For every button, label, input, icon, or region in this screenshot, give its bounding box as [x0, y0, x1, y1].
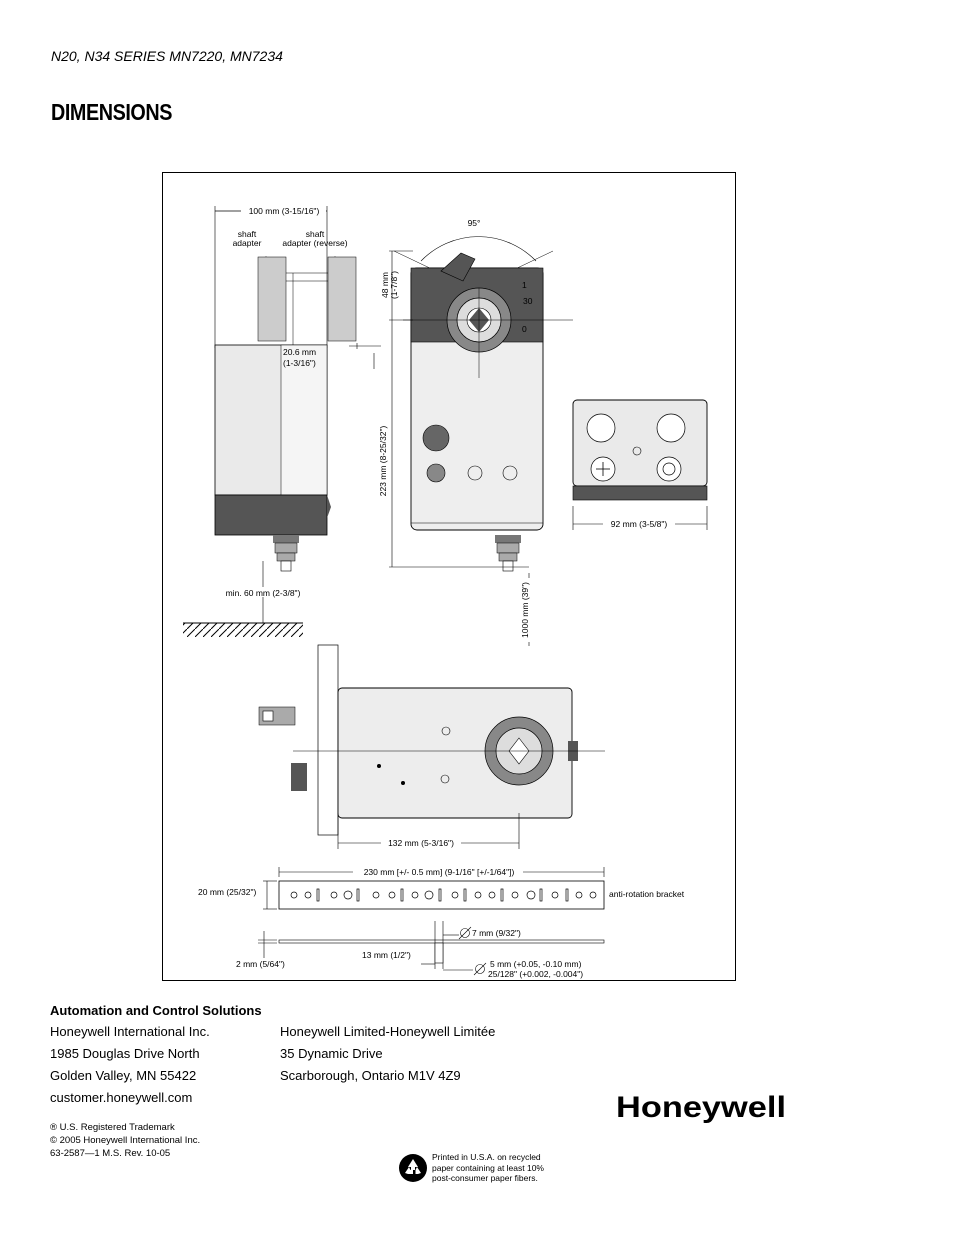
bracket-width-label: 20 mm (25/32"): [198, 887, 256, 897]
recycle-line-1: Printed in U.S.A. on recycled: [432, 1152, 541, 1162]
us-company-name: Honeywell International Inc.: [50, 1024, 210, 1039]
anti-rotation-bracket: 230 mm [+/- 0.5 mm] (9-1/16" [+/-1/64"])…: [198, 866, 685, 979]
company-division-title: Automation and Control Solutions: [50, 1003, 262, 1018]
cable-length-label: 1000 mm (39"): [520, 582, 530, 638]
depth-label: 132 mm (5-3/16"): [388, 838, 454, 848]
series-header: N20, N34 SERIES MN7220, MN7234: [51, 48, 283, 64]
end-view: 92 mm (3-5/8"): [572, 399, 708, 530]
hole-offset-label: 13 mm (1/2"): [362, 950, 411, 960]
pin-diameter-inch-label: 25/128" (+0.002, -0.004"): [488, 969, 583, 979]
front-view: 95° 1 30 0: [378, 218, 573, 646]
shaft-adapter-rev-label-2: adapter (reverse): [282, 238, 347, 248]
top-view: 132 mm (5-3/16"): [258, 644, 605, 849]
us-address-block: Honeywell International Inc. 1985 Dougla…: [50, 1021, 210, 1109]
dimensions-drawing: 100 mm (3-15/16") shaft adapter shaft ad…: [183, 206, 708, 979]
height-top-label: 48 mm: [380, 272, 390, 298]
scale-tick-1: 1: [522, 280, 527, 290]
offset-label-1: 20.6 mm: [283, 347, 316, 357]
ca-street: 35 Dynamic Drive: [280, 1046, 383, 1061]
scale-tick-30: 30: [523, 296, 533, 306]
copyright-note: © 2005 Honeywell International Inc.: [50, 1135, 201, 1146]
recycle-line-2: paper containing at least 10%: [432, 1162, 544, 1173]
ca-city: Scarborough, Ontario M1V 4Z9: [280, 1068, 461, 1083]
scale-tick-0: 0: [522, 324, 527, 334]
trademark-note: ® U.S. Registered Trademark: [50, 1122, 175, 1133]
us-street: 1985 Douglas Drive North: [50, 1046, 200, 1061]
pin-diameter-label: 5 mm (+0.05, -0.10 mm): [490, 959, 582, 969]
ca-company-name: Honeywell Limited-Honeywell Limitée: [280, 1024, 496, 1039]
bracket-length-label: 230 mm [+/- 0.5 mm] (9-1/16" [+/-1/64"]): [364, 867, 515, 877]
logo-text: Honeywell: [616, 1091, 786, 1124]
recycle-note: Printed in U.S.A. on recycled paper cont…: [432, 1152, 544, 1184]
us-city: Golden Valley, MN 55422: [50, 1068, 197, 1083]
side-view: 100 mm (3-15/16") shaft adapter shaft ad…: [183, 206, 381, 637]
recycle-icon: [399, 1154, 427, 1182]
height-total-label: 223 mm (8-25/32"): [378, 426, 388, 497]
clearance-label: min. 60 mm (2-3/8"): [226, 588, 301, 598]
height-top-inch-label: (1-7/8"): [389, 271, 399, 299]
shaft-adapter-rev-label-1: shaft: [306, 229, 325, 239]
offset-label-2: (1-3/16"): [283, 358, 316, 368]
dimensions-figure: 100 mm (3-15/16") shaft adapter shaft ad…: [162, 172, 736, 981]
shaft-adapter-label-2: adapter: [233, 238, 262, 248]
legal-notes: ® U.S. Registered Trademark © 2005 Honey…: [50, 1121, 200, 1160]
document-number: 63-2587—1 M.S. Rev. 10-05: [50, 1148, 171, 1159]
hole-diameter-label: 7 mm (9/32"): [472, 928, 521, 938]
width-end-label: 92 mm (3-5/8"): [611, 519, 668, 529]
canada-address-block: Honeywell Limited-Honeywell Limitée 35 D…: [280, 1021, 495, 1087]
page-title: DIMENSIONS: [51, 99, 172, 125]
bracket-thickness-label: 2 mm (5/64"): [236, 959, 285, 969]
width-side-label: 100 mm (3-15/16"): [249, 206, 320, 216]
angle-label: 95°: [468, 218, 481, 228]
bracket-type-label: anti-rotation bracket: [609, 889, 685, 899]
website-link[interactable]: customer.honeywell.com: [50, 1090, 193, 1105]
recycle-line-3: post-consumer paper fibers.: [432, 1173, 538, 1183]
shaft-adapter-label-1: shaft: [238, 229, 257, 239]
honeywell-logo: Honeywell: [616, 1091, 786, 1124]
